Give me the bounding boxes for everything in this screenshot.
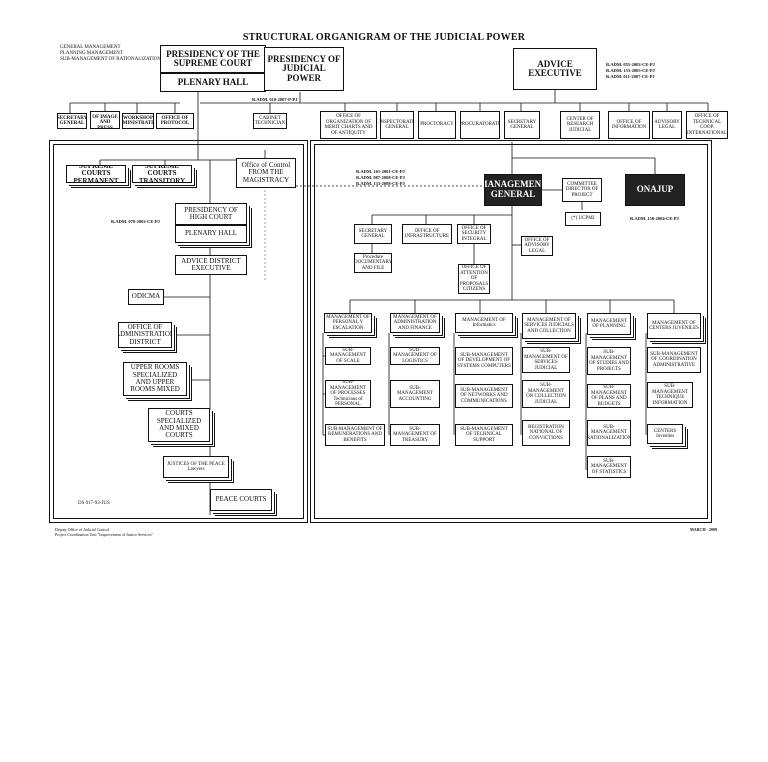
right-panel-frame [310, 140, 712, 523]
management-administration[interactable]: MANAGEMENT OF ADMINISTRATION AND FINANCE [390, 313, 440, 333]
left-row-office-protocol[interactable]: OFFICE OF PROTOCOL [156, 113, 194, 129]
note-planning-management: PLANNING MANAGEMENT [60, 51, 123, 56]
ref-management-3: R.ADM. 133-2008-CE-PJ [356, 181, 405, 186]
presidency-judicial-power[interactable]: PRESIDENCY OF JUDICIAL POWER [264, 47, 344, 91]
right-row-procuratorate[interactable]: PROCURATORATE [460, 111, 500, 139]
sub-scale[interactable]: SUB-MANAGEMENT OF SCALE [325, 347, 371, 365]
staff-office-infrastructure[interactable]: OFFICE OF INFRASTRUCTURE [402, 224, 452, 244]
right-row-office-organization[interactable]: OFFICE OF ORGANIZATION OF MERIT CHARTS A… [320, 111, 377, 139]
sub-services-judicial[interactable]: SUB-MANAGEMENT OF SERVICES JUDICIAL [522, 347, 570, 373]
footer-line-2: Project Coordination Unit "Improvement o… [55, 532, 154, 537]
right-row-office-information[interactable]: OFFICE OF INFORMATION [608, 111, 650, 139]
left-panel-inner-frame [53, 144, 304, 519]
ref-management-2: R.ADM. 087-2008-CE-PJ [356, 175, 405, 180]
presidency-high-court[interactable]: PRESIDENCY OF HIGH COURT [175, 203, 247, 225]
right-row-center-research[interactable]: CENTER OF RESEARCH JUDICIAL [560, 111, 600, 139]
sub-remunerations[interactable]: SUB-MANAGEMENT OF REMUNERATIONS AND BENE… [325, 424, 385, 446]
left-row-office-image-press[interactable]: OFFICE OF IMAGE AND PRESS [90, 111, 120, 129]
cabinet-technician[interactable]: CABINET TECHNICIAN [253, 113, 287, 129]
note-sub-management-rationalization: SUB-MANAGEMENT OF RATIONALIZATION [60, 57, 162, 62]
left-row-workshop-administration[interactable]: WORKSHOP ADMINISTRATION [122, 113, 154, 129]
right-panel-inner-frame [314, 144, 708, 519]
management-personal[interactable]: MANAGEMENT OF PERSONAL Y ESCALATION [324, 313, 372, 333]
ref-advice-1: R.ADM. 055-2002-CE-PJ [606, 62, 655, 67]
right-row-technical-coop[interactable]: OFFICE OF TECHNICAL COOP. INTERNATIONAL [686, 111, 728, 139]
plenary-hall-supreme[interactable]: PLENARY HALL [160, 73, 266, 92]
ucpmj[interactable]: (*) UCPMJ [565, 212, 601, 226]
sub-collection-judicial[interactable]: SUB-MANAGEMENT ON COLLECTION JUDICIAL [522, 380, 570, 408]
sub-networks-communications[interactable]: SUB-MANAGEMENT OF NETWORKS AND COMMUNICA… [455, 384, 513, 408]
ref-advice-2: R.ADM. 153-2005-CE-PJ [606, 68, 655, 73]
footer-date: MARCH - 2009 [690, 527, 717, 532]
registration-national-convictions[interactable]: REGISTRATION NATIONAL OF CONVICTIONS [522, 420, 570, 446]
ref-advice-3: R.ADM. 011-2007-CE-PJ [606, 74, 655, 79]
management-informatics[interactable]: MANAGEMENT OF Informatics [455, 313, 513, 333]
supreme-courts-permanent[interactable]: SUPREME COURTS PERMANENT [66, 165, 126, 183]
left-row-secretary-general[interactable]: SECRETARY GENERAL [57, 113, 87, 129]
right-row-secretary-general[interactable]: SECRETARY GENERAL [504, 111, 540, 139]
committee-director-project[interactable]: COMMITTEE DIRECTOR OF PROJECT [562, 178, 602, 202]
note-general-management: GENERAL MANAGEMENT [60, 45, 121, 50]
right-row-advisory-legal[interactable]: ADVISORY LEGAL [652, 111, 682, 139]
sub-logistics[interactable]: SUB-MANAGEMENT OF LOGISTICS [390, 347, 440, 365]
sub-studies-projects[interactable]: SUB-MANAGEMENT OF STUDIES AND PROJECTS [587, 347, 631, 375]
centers-juveniles[interactable]: CENTERS Juveniles [647, 424, 683, 444]
sub-coordination-administrative[interactable]: SUB-MANAGEMENT OF COORDINATION ADMINISTR… [647, 347, 701, 373]
sub-technical-support[interactable]: SUB-MANAGEMENT OF TECHNICAL SUPPORT [455, 424, 513, 446]
plenary-hall-high-court[interactable]: PLENARY HALL [175, 225, 247, 243]
procedure-documentary-file[interactable]: Procedure DOCUMENTARY AND FILE [354, 253, 392, 273]
sub-technique-information[interactable]: SUB-MANAGEMENT TECHNIQUE INFORMATION [647, 382, 693, 408]
staff-secretary-general[interactable]: SECRETARY GENERAL [354, 224, 392, 244]
ref-management-1: R.ADM. 161-2001-CE-PJ [356, 169, 405, 174]
sub-rationalization[interactable]: SUB-MANAGEMENT RATIONALIZATION [587, 420, 631, 446]
right-row-inspectorate[interactable]: INSPECTORATE GENERAL [380, 111, 414, 139]
sub-plans-budgets[interactable]: SUB-MANAGEMENT OF PLANS AND BUDGETS [587, 384, 631, 408]
odicma[interactable]: ODICMA [128, 289, 164, 305]
advice-district-executive[interactable]: ADVICE DISTRICT EXECUTIVE [175, 255, 247, 275]
supreme-courts-transitory[interactable]: SUPREME COURTS TRANSITORY [132, 165, 192, 183]
sub-processes[interactable]: SUB-MANAGEMENT OF PROCESSES Technicians … [325, 380, 371, 408]
sub-accounting[interactable]: SUB-MANAGEMENT ACCOUNTING [390, 380, 440, 408]
sub-statistics[interactable]: SUB-MANAGEMENT OF STATISTICS [587, 456, 631, 478]
office-attention-citizens[interactable]: OFFICE OF ATTENTION OF PROPOSALS CITIZEN… [458, 264, 490, 294]
onajup[interactable]: ONAJUP [625, 174, 685, 206]
ref-onajup: R.ADM. 150-2004-CE-PJ [630, 216, 679, 221]
left-panel-frame [49, 140, 308, 523]
sub-treasury[interactable]: SUB-MANAGEMENT OF TREASURY [390, 424, 440, 446]
management-general[interactable]: MANAGEMENT GENERAL [484, 174, 542, 206]
presidency-supreme-court[interactable]: PRESIDENCY OF THE SUPREME COURT [160, 45, 266, 73]
management-planning[interactable]: MANAGEMENT OF PLANNING [587, 313, 631, 335]
ref-presidency-jp: R.ADM. 010-2007-P-PJ [252, 97, 298, 102]
advice-executive[interactable]: ADVICE EXECUTIVE [513, 48, 597, 90]
decree-code: DS 017-93-JUS [78, 501, 110, 506]
staff-office-security[interactable]: OFFICE OF SECURITY INTEGRAL [457, 224, 491, 244]
management-juveniles[interactable]: MANAGEMENT OF CENTERS JUVENILES [647, 313, 701, 339]
peace-courts[interactable]: PEACE COURTS [210, 489, 272, 511]
chart-title: STRUCTURAL ORGANIGRAM OF THE JUDICIAL PO… [242, 32, 526, 43]
footer-line-1: Deputy Office of Judicial Control [55, 527, 109, 532]
staff-office-advisory-legal[interactable]: OFFICE OF ADVISORY LEGAL [521, 236, 553, 256]
justices-of-the-peace[interactable]: JUSTICES OF THE PEACE Lawyers [163, 456, 229, 478]
management-services[interactable]: MANAGEMENT OF SERVICES JUDICIALS AND COL… [522, 313, 576, 339]
office-control-magistracy[interactable]: Office of Control FROM THE MAGISTRACY [236, 158, 296, 188]
upper-rooms[interactable]: UPPER ROOMS SPECIALIZED AND UPPER ROOMS … [123, 362, 187, 396]
courts-specialized-mixed[interactable]: COURTS SPECIALIZED AND MIXED COURTS [148, 408, 210, 442]
office-administration-district[interactable]: OFFICE OF ADMINISTRATION DISTRICT [118, 322, 172, 348]
right-row-proctoracy[interactable]: PROCTORACY [418, 111, 456, 139]
sub-systems-development[interactable]: SUB-MANAGEMENT OF DEVELOPMENT OF SYSTEMS… [455, 347, 513, 375]
ref-high-court: R.ADM. 070-2002-CE-PJ [111, 219, 160, 224]
